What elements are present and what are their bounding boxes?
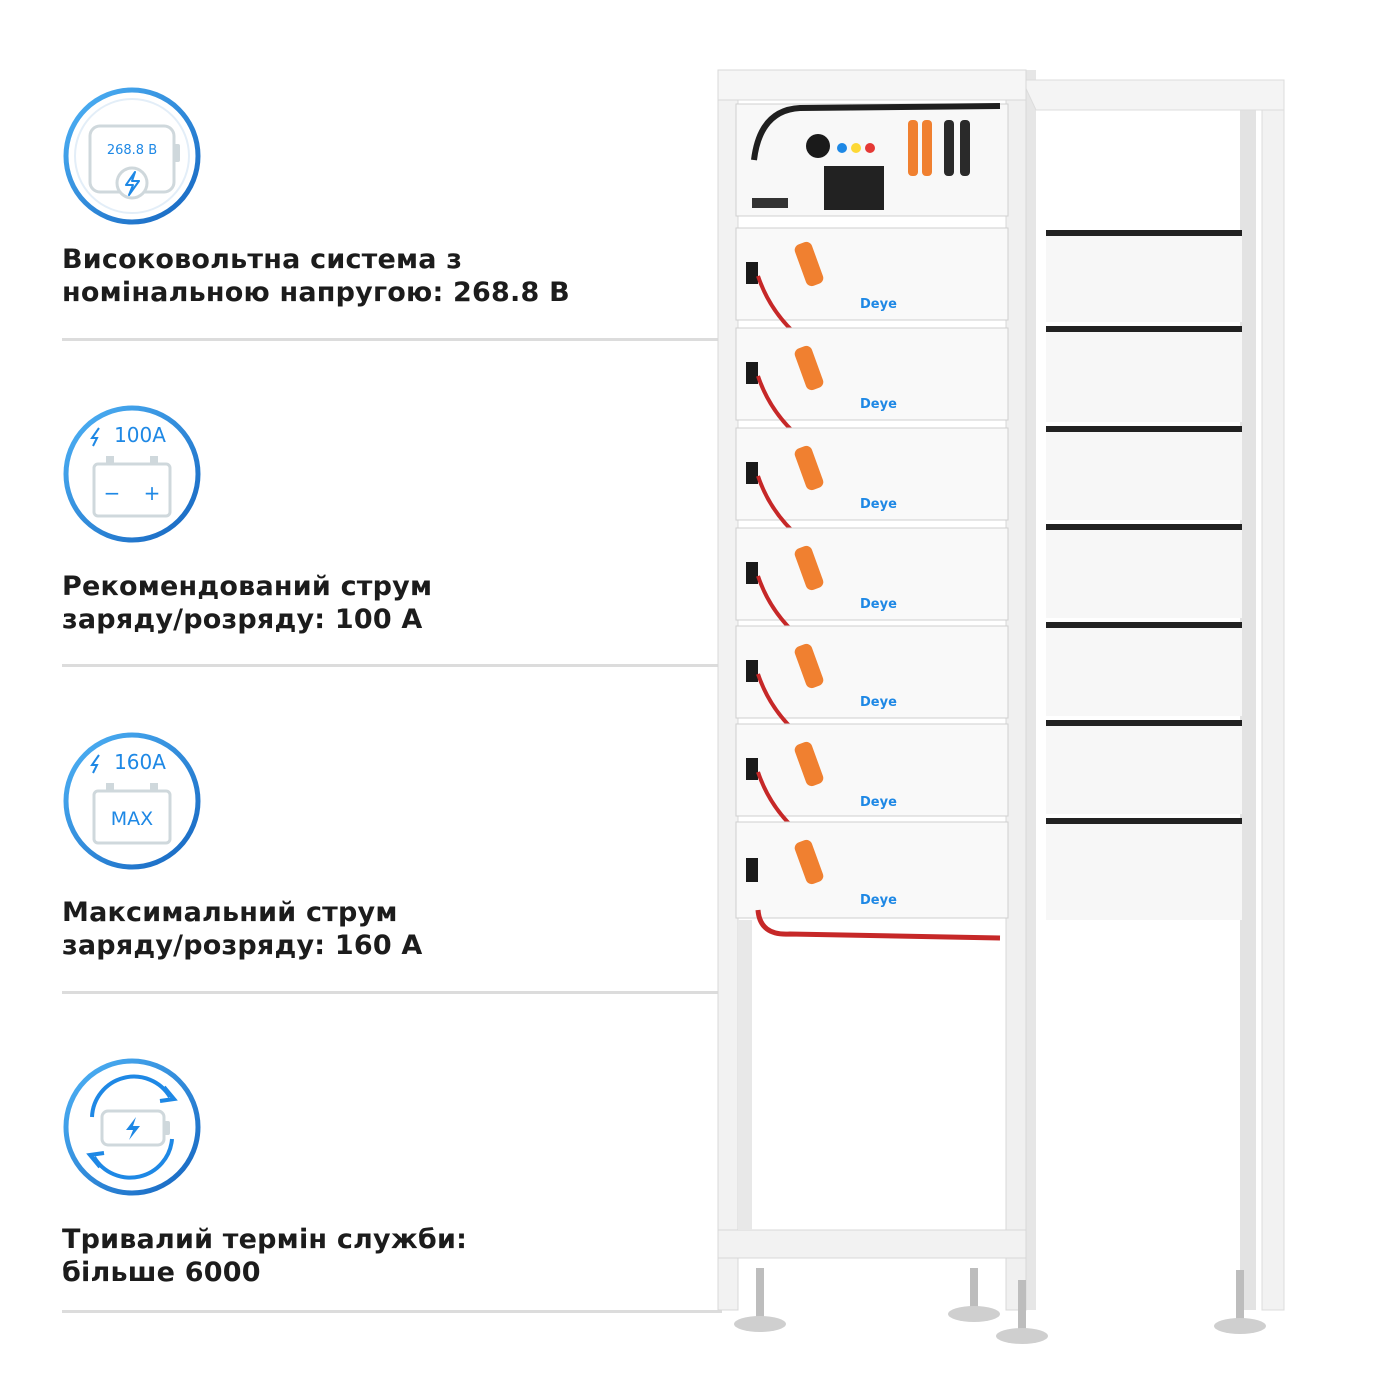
svg-text:Deye: Deye (860, 893, 897, 908)
svg-text:Deye: Deye (860, 297, 897, 312)
rack-shelves (1046, 230, 1242, 920)
svg-text:Deye: Deye (860, 497, 897, 512)
feature-voltage-line2: номінальною напругою: 268.8 В (62, 277, 570, 308)
battery-module: Deye (735, 227, 1009, 340)
feature-max-current-label: Максимальний струм заряду/розряду: 160 А (62, 896, 682, 962)
feature-max-line2: заряду/розряду: 160 А (62, 930, 423, 961)
svg-text:MAX: MAX (111, 808, 153, 830)
feature-lifespan-line2: більше 6000 (62, 1257, 261, 1288)
battery-module: Deye (735, 427, 1009, 540)
battery-module: Deye (735, 821, 1009, 919)
battery-modules: Deye Deye Deye Deye Deye (735, 227, 1009, 919)
bms-controller (735, 103, 1009, 217)
feature-voltage-label: Високовольтна система з номінальною напр… (62, 243, 682, 309)
max-current-icon-text: 160A (114, 750, 166, 774)
battery-module: Deye (735, 625, 1009, 738)
feature-lifespan-label: Тривалий термін служби: більше 6000 (62, 1223, 682, 1289)
feature-lifespan-line1: Тривалий термін служби: (62, 1224, 468, 1255)
rack-feet (734, 1268, 1266, 1344)
feature-recommended-current-label: Рекомендований струм заряду/розряду: 100… (62, 570, 682, 636)
divider (62, 664, 722, 667)
feature-voltage-line1: Високовольтна система з (62, 244, 463, 275)
svg-text:+: + (144, 481, 161, 505)
svg-text:−: − (104, 481, 121, 505)
svg-text:Deye: Deye (860, 597, 897, 612)
feature-max-line1: Максимальний струм (62, 897, 398, 928)
svg-text:Deye: Deye (860, 397, 897, 412)
battery-max-current-icon: 160A MAX (63, 732, 201, 870)
divider (62, 991, 722, 994)
divider (62, 1310, 722, 1313)
battery-module: Deye (735, 327, 1009, 440)
battery-module: Deye (735, 723, 1009, 836)
main-power-cable (755, 909, 1001, 941)
svg-text:Deye: Deye (860, 695, 897, 710)
divider (62, 338, 722, 341)
battery-current-icon: 100A − + (63, 405, 201, 543)
current-icon-text: 100A (114, 423, 166, 447)
feature-recommended-line1: Рекомендований струм (62, 571, 433, 602)
battery-voltage-icon: 268.8 B (63, 87, 201, 225)
svg-text:Deye: Deye (860, 795, 897, 810)
battery-rack-illustration: Deye Deye Deye Deye Deye (717, 69, 1285, 1344)
battery-cycle-icon (63, 1058, 201, 1196)
feature-recommended-line2: заряду/розряду: 100 А (62, 604, 423, 635)
battery-module: Deye (735, 527, 1009, 640)
voltage-icon-text: 268.8 B (107, 143, 157, 158)
